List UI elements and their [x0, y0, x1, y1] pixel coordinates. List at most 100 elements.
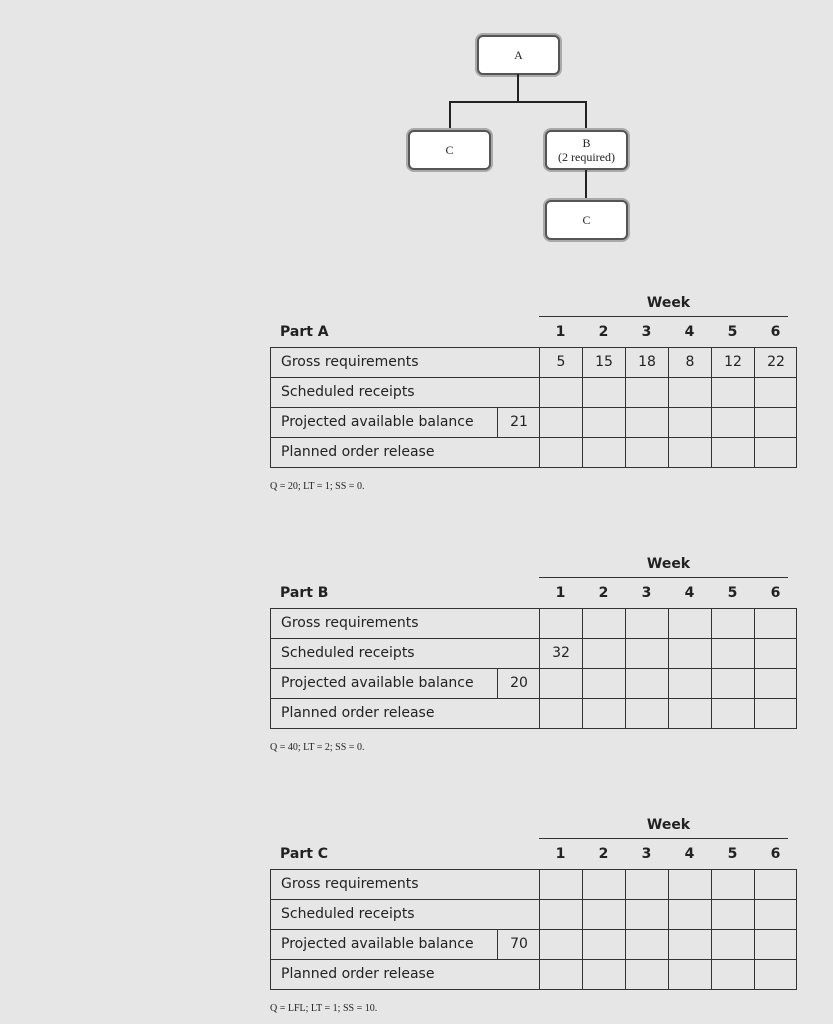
parameters-note: Q = 40; LT = 2; SS = 0.	[270, 742, 365, 753]
week-cell[interactable]	[582, 960, 625, 989]
week-cell[interactable]	[582, 438, 625, 467]
week-cell[interactable]	[539, 669, 582, 698]
week-cell[interactable]	[625, 438, 668, 467]
week-cell[interactable]	[582, 930, 625, 959]
bom-node-c-left: C	[408, 130, 491, 170]
parameters-note: Q = 20; LT = 1; SS = 0.	[270, 481, 365, 492]
week-cell[interactable]	[625, 870, 668, 899]
week-cell[interactable]	[754, 900, 797, 929]
week-cell[interactable]	[582, 639, 625, 668]
initial-balance: 20	[497, 669, 540, 698]
week-number: 4	[684, 324, 695, 340]
week-cell[interactable]	[711, 960, 754, 989]
week-cell[interactable]	[668, 408, 711, 437]
week-cell[interactable]	[625, 639, 668, 668]
week-cell[interactable]	[754, 669, 797, 698]
week-cell[interactable]	[754, 408, 797, 437]
week-cell[interactable]	[539, 900, 582, 929]
week-cell[interactable]	[754, 639, 797, 668]
week-cell[interactable]	[539, 609, 582, 638]
week-cell[interactable]	[625, 900, 668, 929]
week-cell[interactable]	[625, 669, 668, 698]
week-cell[interactable]: 22	[754, 348, 797, 377]
week-number: 3	[641, 324, 652, 340]
week-cell[interactable]	[711, 699, 754, 728]
week-cell[interactable]	[582, 870, 625, 899]
week-cell[interactable]	[582, 408, 625, 437]
week-cell[interactable]	[539, 438, 582, 467]
week-number: 1	[555, 585, 566, 601]
row-label: Gross requirements	[281, 354, 419, 370]
week-cell[interactable]	[539, 960, 582, 989]
week-cell[interactable]	[539, 699, 582, 728]
week-cell[interactable]	[754, 609, 797, 638]
week-cell[interactable]	[668, 870, 711, 899]
week-cell[interactable]	[754, 438, 797, 467]
week-cell[interactable]	[668, 609, 711, 638]
week-cell[interactable]	[711, 408, 754, 437]
week-cell[interactable]: 12	[711, 348, 754, 377]
week-cell[interactable]	[668, 438, 711, 467]
week-cell[interactable]	[582, 378, 625, 407]
week-cell[interactable]	[668, 378, 711, 407]
week-cell[interactable]	[668, 930, 711, 959]
week-cell[interactable]	[668, 669, 711, 698]
connector-line	[449, 101, 451, 130]
week-cell[interactable]	[711, 930, 754, 959]
week-cell[interactable]	[582, 609, 625, 638]
week-number: 5	[727, 324, 738, 340]
week-cell[interactable]	[582, 900, 625, 929]
week-cell[interactable]	[668, 639, 711, 668]
week-cell[interactable]	[539, 930, 582, 959]
week-cell[interactable]	[754, 699, 797, 728]
week-cell[interactable]	[754, 960, 797, 989]
week-cell[interactable]	[625, 960, 668, 989]
week-cell[interactable]	[711, 870, 754, 899]
week-cell[interactable]	[754, 870, 797, 899]
initial-balance: 70	[497, 930, 540, 959]
week-cell[interactable]	[668, 960, 711, 989]
connector-line	[517, 74, 519, 102]
mrp-row: Gross requirements	[270, 608, 797, 639]
week-cell[interactable]	[539, 378, 582, 407]
week-cell[interactable]: 15	[582, 348, 625, 377]
week-cell[interactable]	[539, 408, 582, 437]
week-cell[interactable]	[668, 900, 711, 929]
week-cell[interactable]	[582, 669, 625, 698]
week-number: 1	[555, 846, 566, 862]
week-cell[interactable]	[539, 870, 582, 899]
week-cell[interactable]: 32	[539, 639, 582, 668]
week-cell[interactable]	[582, 699, 625, 728]
week-cell[interactable]: 5	[539, 348, 582, 377]
week-header: Week	[646, 817, 691, 833]
week-cell[interactable]	[711, 639, 754, 668]
week-cell[interactable]	[711, 438, 754, 467]
row-label: Scheduled receipts	[281, 384, 415, 400]
week-cell[interactable]	[754, 378, 797, 407]
week-cell[interactable]	[668, 699, 711, 728]
parameters-note: Q = LFL; LT = 1; SS = 10.	[270, 1003, 378, 1014]
week-cell[interactable]	[625, 408, 668, 437]
week-cell[interactable]	[711, 900, 754, 929]
mrp-row: Scheduled receipts	[270, 378, 797, 408]
week-number: 5	[727, 846, 738, 862]
week-cell[interactable]: 8	[668, 348, 711, 377]
week-cell[interactable]	[711, 378, 754, 407]
week-number: 4	[684, 585, 695, 601]
part-title: Part C	[280, 846, 329, 862]
week-number: 6	[770, 585, 781, 601]
week-cell[interactable]: 18	[625, 348, 668, 377]
bom-node-label: B	[582, 136, 591, 150]
week-cell[interactable]	[625, 609, 668, 638]
week-header: Week	[646, 295, 691, 311]
week-cell[interactable]	[625, 378, 668, 407]
week-cell[interactable]	[625, 699, 668, 728]
connector-line	[449, 101, 587, 103]
week-cell[interactable]	[711, 609, 754, 638]
bom-node-label: A	[514, 48, 523, 62]
week-cell[interactable]	[625, 930, 668, 959]
week-cell[interactable]	[711, 669, 754, 698]
week-cell[interactable]	[754, 930, 797, 959]
